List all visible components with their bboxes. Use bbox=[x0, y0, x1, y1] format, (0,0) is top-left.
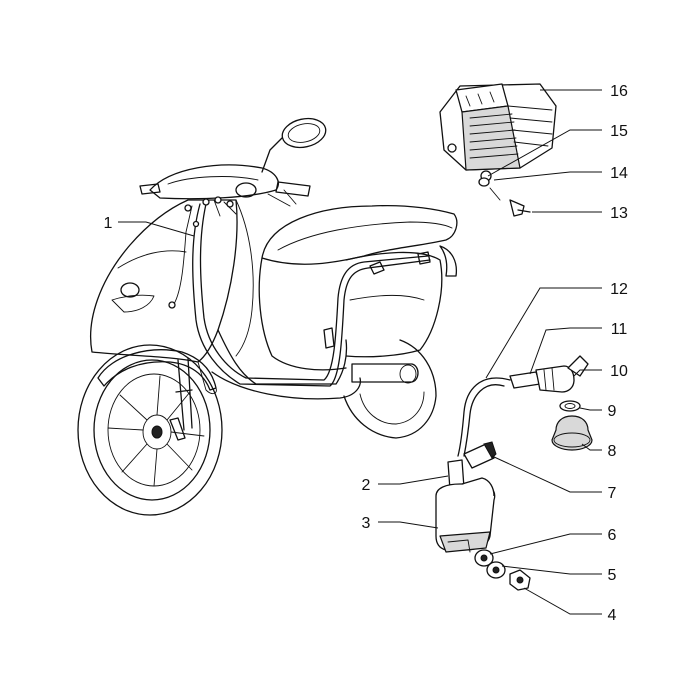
front-body bbox=[89, 199, 238, 363]
leader-9 bbox=[579, 407, 602, 411]
rear-wheel bbox=[343, 339, 437, 439]
callout-16: 16 bbox=[610, 83, 628, 100]
leader-6 bbox=[489, 533, 602, 555]
grommet-part bbox=[551, 400, 593, 451]
leader-4 bbox=[523, 587, 602, 615]
callout-13: 13 bbox=[610, 205, 628, 222]
ignition-coil-part bbox=[435, 459, 496, 553]
ht-lead-part-inner bbox=[463, 384, 505, 457]
leader-1 bbox=[118, 221, 195, 237]
leader-10 bbox=[573, 369, 602, 377]
callout-15: 15 bbox=[610, 123, 628, 140]
leader-lines bbox=[118, 89, 602, 615]
callout-12: 12 bbox=[610, 281, 628, 298]
callout-numbers: 1 2 3 4 5 6 7 8 9 10 11 12 13 14 15 16 bbox=[104, 83, 628, 624]
callout-7: 7 bbox=[608, 485, 617, 502]
callout-5: 5 bbox=[608, 567, 617, 584]
leader-3 bbox=[378, 521, 439, 529]
callout-4: 4 bbox=[608, 607, 617, 624]
front-fender bbox=[97, 349, 217, 391]
regulator-fasteners bbox=[478, 177, 531, 217]
leader-2 bbox=[378, 475, 449, 485]
callout-11: 11 bbox=[611, 321, 628, 338]
ht-lead-part bbox=[457, 377, 511, 457]
callout-8: 8 bbox=[608, 443, 617, 460]
leader-5 bbox=[501, 565, 602, 575]
coupler-part bbox=[463, 441, 497, 469]
callout-9: 9 bbox=[608, 403, 617, 420]
wiring-harness bbox=[192, 203, 431, 387]
callout-10: 10 bbox=[610, 363, 628, 380]
leader-7 bbox=[491, 455, 602, 493]
front-fork bbox=[175, 357, 193, 431]
leader-14 bbox=[493, 171, 602, 181]
scooter-illustration bbox=[77, 117, 458, 516]
callout-2: 2 bbox=[362, 477, 371, 494]
front-wheel bbox=[77, 344, 223, 516]
voltage-regulator-part bbox=[439, 83, 557, 182]
mirror bbox=[261, 137, 283, 173]
callout-3: 3 bbox=[362, 515, 371, 532]
leader-15 bbox=[487, 129, 602, 177]
callout-14: 14 bbox=[610, 165, 628, 182]
handlebar-cover bbox=[149, 164, 279, 200]
callout-6: 6 bbox=[608, 527, 617, 544]
leader-11 bbox=[529, 327, 602, 375]
leader-8 bbox=[581, 443, 602, 451]
spark-plug-cap-part bbox=[509, 355, 589, 393]
callout-1: 1 bbox=[104, 215, 113, 232]
coil-fasteners bbox=[474, 549, 531, 591]
leader-12 bbox=[485, 287, 602, 379]
